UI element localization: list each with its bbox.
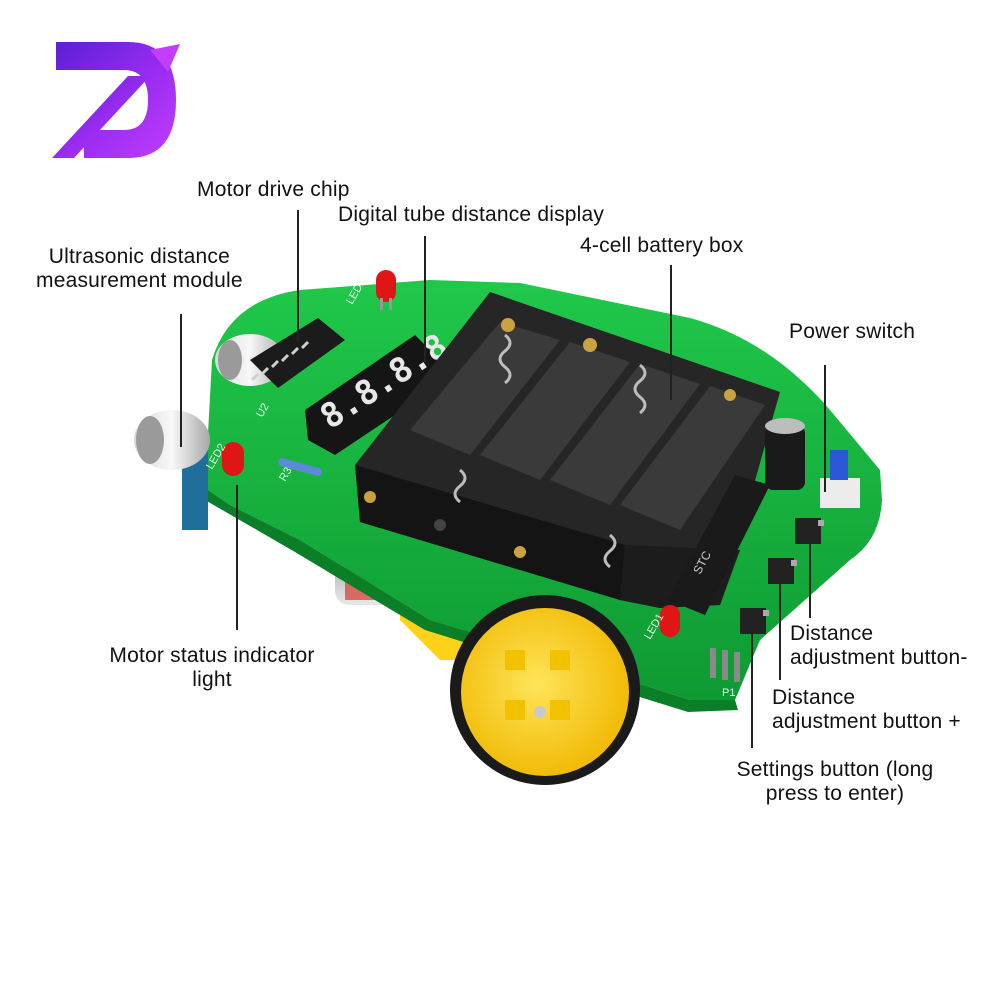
callout-distance-minus: Distance adjustment button- [790, 622, 968, 670]
mcu-chip: STC [668, 475, 770, 615]
wheel [450, 595, 640, 785]
robot-car: 8.8.8.8. [134, 270, 882, 785]
callout-indicator-line1: Motor status indicator [109, 644, 315, 667]
callout-distminus-line1: Distance [790, 622, 874, 645]
brand-logo [52, 42, 180, 158]
capacitor [765, 418, 805, 490]
led-top [376, 270, 396, 310]
pin-header [710, 648, 740, 682]
callout-distminus-line2: adjustment button- [790, 646, 968, 669]
callout-ultrasonic-line1: Ultrasonic distance [48, 245, 230, 268]
motor-drive-chip [250, 318, 345, 388]
resistor [278, 458, 322, 476]
callout-motor-drive-chip: Motor drive chip [197, 178, 350, 201]
callout-ultrasonic-module: Ultrasonic distance measurement module [36, 245, 243, 293]
callout-settings-line2: press to enter) [765, 782, 905, 805]
callout-motor-indicator: Motor status indicator light [94, 644, 330, 692]
callout-settings-line1: Settings button (long [736, 758, 934, 781]
pointer-lines [180, 210, 826, 748]
callout-settings-button: Settings button (long press to enter) [722, 758, 948, 806]
callout-distplus-line2: adjustment button + [772, 710, 961, 733]
led-rear [660, 605, 680, 637]
led-left [222, 442, 244, 476]
callout-battery-box: 4-cell battery box [580, 234, 744, 257]
tactile-buttons [740, 518, 824, 634]
silk-p1: P1 [722, 687, 735, 699]
callout-indicator-line2: light [192, 668, 232, 691]
callout-power-switch: Power switch [789, 320, 916, 343]
callout-ultrasonic-line2: measurement module [36, 269, 243, 292]
callout-distplus-line1: Distance [772, 686, 856, 709]
callout-digital-display: Digital tube distance display [338, 203, 605, 226]
callout-distance-plus: Distance adjustment button + [772, 686, 961, 734]
power-switch [820, 450, 860, 508]
